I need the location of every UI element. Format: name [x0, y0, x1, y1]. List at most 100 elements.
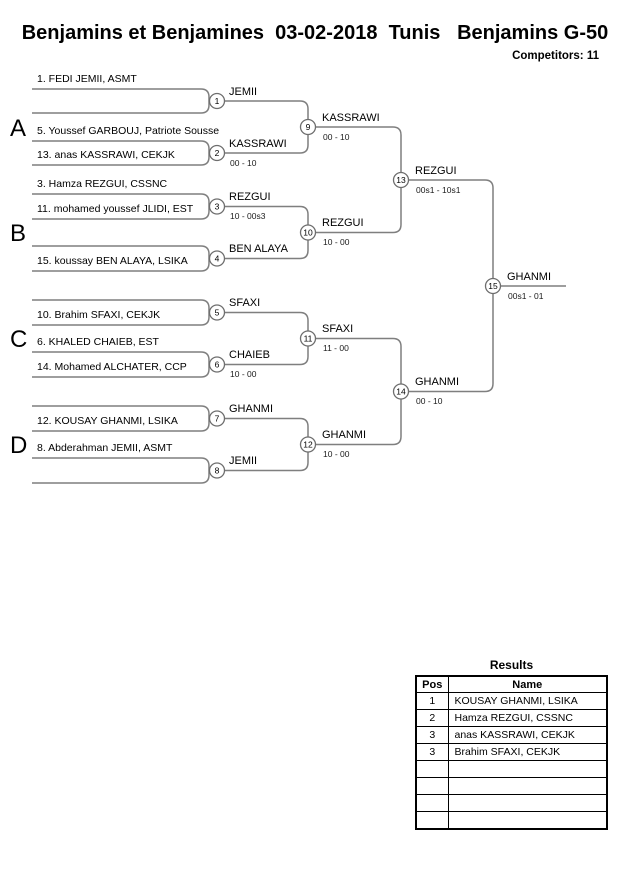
entry-label: 15. koussay BEN ALAYA, LSIKA: [37, 255, 188, 267]
match-number: 9: [306, 122, 311, 132]
match-number-badge: 8: [208, 462, 226, 479]
bracket-diagram: A B C D 1. FEDI JEMII, ASMT 5. Youssef G…: [10, 73, 566, 484]
match-number: 11: [304, 334, 313, 344]
match-number-badge: 13: [392, 171, 410, 189]
match-number-badge: 2: [208, 144, 226, 162]
table-row: [415, 794, 608, 812]
group-label-d: D: [10, 432, 27, 459]
table-row: [415, 777, 608, 795]
match-number-badge: 5: [208, 304, 226, 321]
match-number-badge: 14: [392, 383, 410, 400]
result-name: KOUSAY GHANMI, LSIKA: [447, 692, 608, 710]
match-number: 15: [488, 281, 498, 291]
score-label: 00 - 10: [230, 158, 257, 168]
result-pos: [415, 777, 449, 795]
result-name: Hamza REZGUI, CSSNC: [447, 709, 608, 727]
table-row: [415, 760, 608, 778]
result-pos: [415, 760, 449, 778]
table-row: [415, 811, 608, 830]
competitors-count: Competitors: 11: [512, 50, 599, 62]
winner-label: GHANMI: [507, 271, 551, 283]
entry-label: 5. Youssef GARBOUJ, Patriote Sousse: [37, 125, 219, 137]
winner-label: REZGUI: [229, 191, 271, 203]
winner-label: BEN ALAYA: [229, 243, 289, 255]
result-pos: 1: [415, 692, 449, 710]
winner-label: SFAXI: [322, 323, 353, 335]
winner-label: GHANMI: [229, 403, 273, 415]
score-label: 00 - 10: [416, 396, 443, 406]
match-number-badge: 9: [299, 118, 317, 136]
score-label: 10 - 00: [323, 449, 350, 459]
score-label: 00s1 - 10s1: [416, 185, 461, 195]
result-name: anas KASSRAWI, CEKJK: [447, 726, 608, 744]
match-number: 13: [396, 175, 406, 185]
entry-label: 6. KHALED CHAIEB, EST: [37, 336, 160, 348]
results-title: Results: [489, 658, 534, 672]
entry-label: 13. anas KASSRAWI, CEKJK: [37, 149, 175, 161]
entry-label: 11. mohamed youssef JLIDI, EST: [37, 203, 194, 215]
score-label: 10 - 00s3: [230, 211, 266, 221]
match-number: 6: [215, 360, 220, 370]
score-label: 00s1 - 01: [508, 291, 544, 301]
match-number-badge: 3: [208, 198, 226, 215]
winner-label: JEMII: [229, 455, 257, 467]
score-label: 10 - 00: [230, 369, 257, 379]
score-label: 10 - 00: [323, 237, 350, 247]
winner-label: JEMII: [229, 86, 257, 98]
match-number: 1: [215, 96, 220, 106]
entry-label: 14. Mohamed ALCHATER, CCP: [37, 361, 187, 373]
match-number: 10: [303, 228, 313, 238]
results-column-pos: Pos: [415, 675, 449, 693]
bracket-connector-lines: [224, 100, 566, 472]
result-pos: [415, 794, 449, 812]
winner-label: SFAXI: [229, 297, 260, 309]
winner-label: KASSRAWI: [322, 112, 380, 124]
group-label-a: A: [10, 115, 26, 142]
match-number: 7: [215, 414, 220, 424]
entry-label: 1. FEDI JEMII, ASMT: [37, 73, 137, 85]
result-pos: 3: [415, 726, 449, 744]
group-label-c: C: [10, 326, 27, 353]
winner-label: GHANMI: [322, 429, 366, 441]
score-label: 11 - 00: [323, 343, 349, 353]
result-pos: [415, 811, 449, 830]
match-number-badge: 7: [208, 410, 226, 427]
group-label-b: B: [10, 220, 26, 247]
match-number: 4: [215, 254, 220, 264]
result-pos: 2: [415, 709, 449, 727]
match-number: 3: [215, 202, 220, 212]
match-number: 5: [215, 308, 220, 318]
match-number-badge: 15: [484, 277, 502, 295]
match-number-badge: 6: [208, 356, 226, 373]
entry-label: 12. KOUSAY GHANMI, LSIKA: [37, 415, 178, 427]
match-number: 12: [303, 440, 313, 450]
match-number-badge: 11: [299, 330, 317, 347]
results-column-name: Name: [447, 675, 608, 693]
winner-label: KASSRAWI: [229, 138, 287, 150]
result-pos: 3: [415, 743, 449, 761]
winner-label: REZGUI: [415, 165, 457, 177]
match-number-badge: 12: [299, 436, 317, 453]
result-name: [447, 811, 608, 830]
bracket-entry-lines: [32, 88, 210, 484]
result-name: [447, 777, 608, 795]
result-name: Brahim SFAXI, CEKJK: [447, 743, 608, 761]
results-header-row: Pos Name: [415, 675, 608, 693]
entry-label: 8. Abderahman JEMII, ASMT: [37, 442, 173, 454]
winner-label: CHAIEB: [229, 349, 270, 361]
match-number-badge: 4: [208, 250, 226, 267]
entry-label: 10. Brahim SFAXI, CEKJK: [37, 309, 160, 321]
result-name: [447, 760, 608, 778]
match-number-badge: 1: [208, 92, 226, 110]
match-number: 8: [215, 466, 220, 476]
winner-label: GHANMI: [415, 376, 459, 388]
page-title: Benjamins et Benjamines 03-02-2018 Tunis…: [21, 22, 609, 44]
match-number-badge: 10: [299, 224, 317, 241]
entry-label: 3. Hamza REZGUI, CSSNC: [37, 178, 168, 190]
